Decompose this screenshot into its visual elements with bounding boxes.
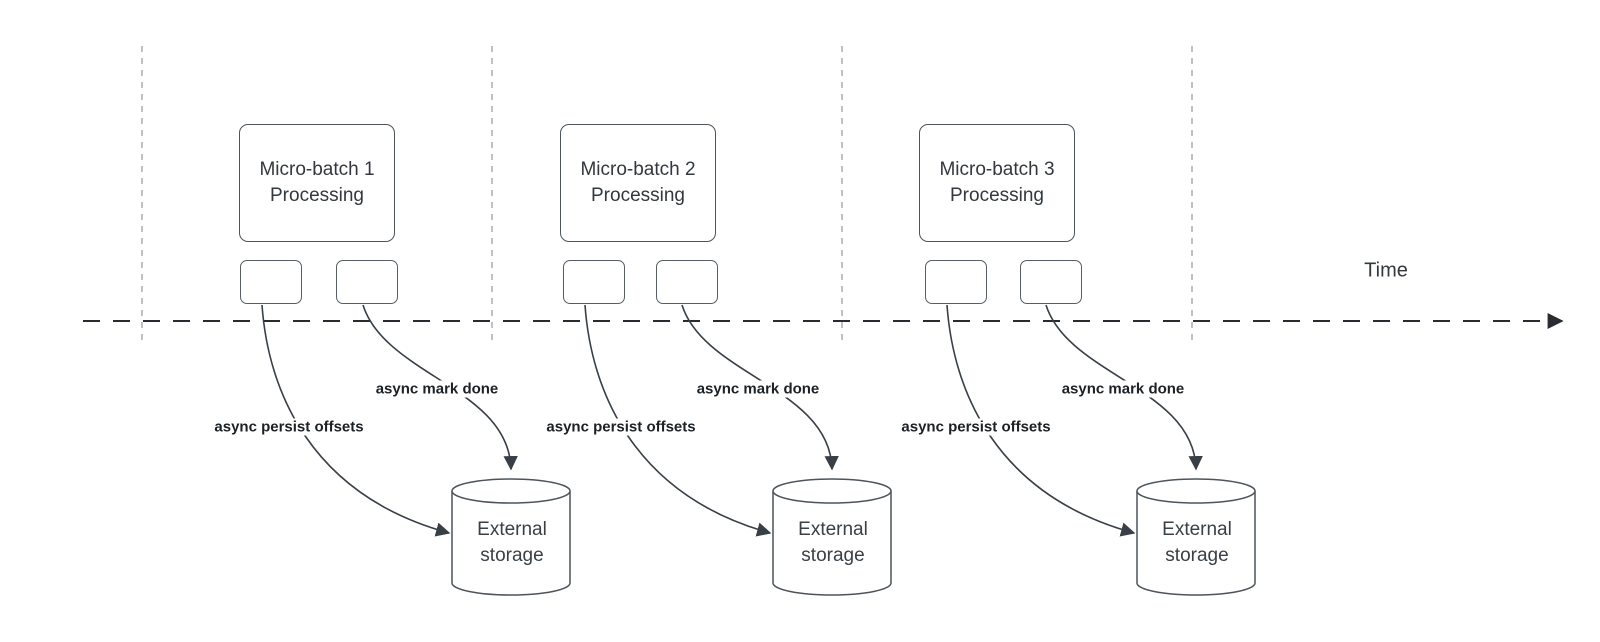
micro-batch-2-title-line1: Micro-batch 2 <box>580 159 696 180</box>
time-axis-label: Time <box>1364 259 1408 282</box>
database-cylinder-shape-3 <box>1136 478 1256 596</box>
micro-batch-3-title-line1: Micro-batch 3 <box>939 159 1055 180</box>
offset-task-box-3 <box>925 260 987 304</box>
external-storage-label-2-line1: External <box>798 519 868 540</box>
mark-done-label-3: async mark done <box>1058 380 1188 398</box>
persist-offsets-label-3: async persist offsets <box>898 418 1054 436</box>
database-cylinder-shape-1 <box>451 478 571 596</box>
commit-task-box-3 <box>1020 260 1082 304</box>
external-storage-label-3-line1: External <box>1162 519 1232 540</box>
persist-offsets-arrow-1 <box>261 304 451 537</box>
micro-batch-3-title-line2: Processing <box>950 185 1044 206</box>
external-storage-label-1-line1: External <box>477 519 547 540</box>
micro-batch-3-box: Micro-batch 3 Processing <box>919 124 1075 242</box>
offset-task-box-1 <box>240 260 302 304</box>
external-storage-label-3: External storage <box>1162 517 1232 569</box>
mark-done-label-1: async mark done <box>372 380 502 398</box>
external-storage-label-3-line2: storage <box>1165 545 1229 566</box>
mark-done-label-2: async mark done <box>693 380 823 398</box>
micro-batch-1-box: Micro-batch 1 Processing <box>239 124 395 242</box>
persist-offsets-arrow-3 <box>946 304 1136 537</box>
commit-task-box-1 <box>336 260 398 304</box>
external-storage-label-1-line2: storage <box>480 545 544 566</box>
micro-batch-1-title-line1: Micro-batch 1 <box>259 159 375 180</box>
micro-batch-1-title-line2: Processing <box>270 185 364 206</box>
micro-batch-2-box: Micro-batch 2 Processing <box>560 124 716 242</box>
commit-task-box-2 <box>656 260 718 304</box>
offset-task-box-2 <box>563 260 625 304</box>
persist-offsets-label-1: async persist offsets <box>211 418 367 436</box>
persist-offsets-label-2: async persist offsets <box>543 418 699 436</box>
external-storage-label-2-line2: storage <box>801 545 865 566</box>
external-storage-label-2: External storage <box>798 517 868 569</box>
database-cylinder-shape-2 <box>772 478 892 596</box>
external-storage-label-1: External storage <box>477 517 547 569</box>
persist-offsets-arrow-2 <box>584 304 772 537</box>
micro-batch-2-title-line2: Processing <box>591 185 685 206</box>
